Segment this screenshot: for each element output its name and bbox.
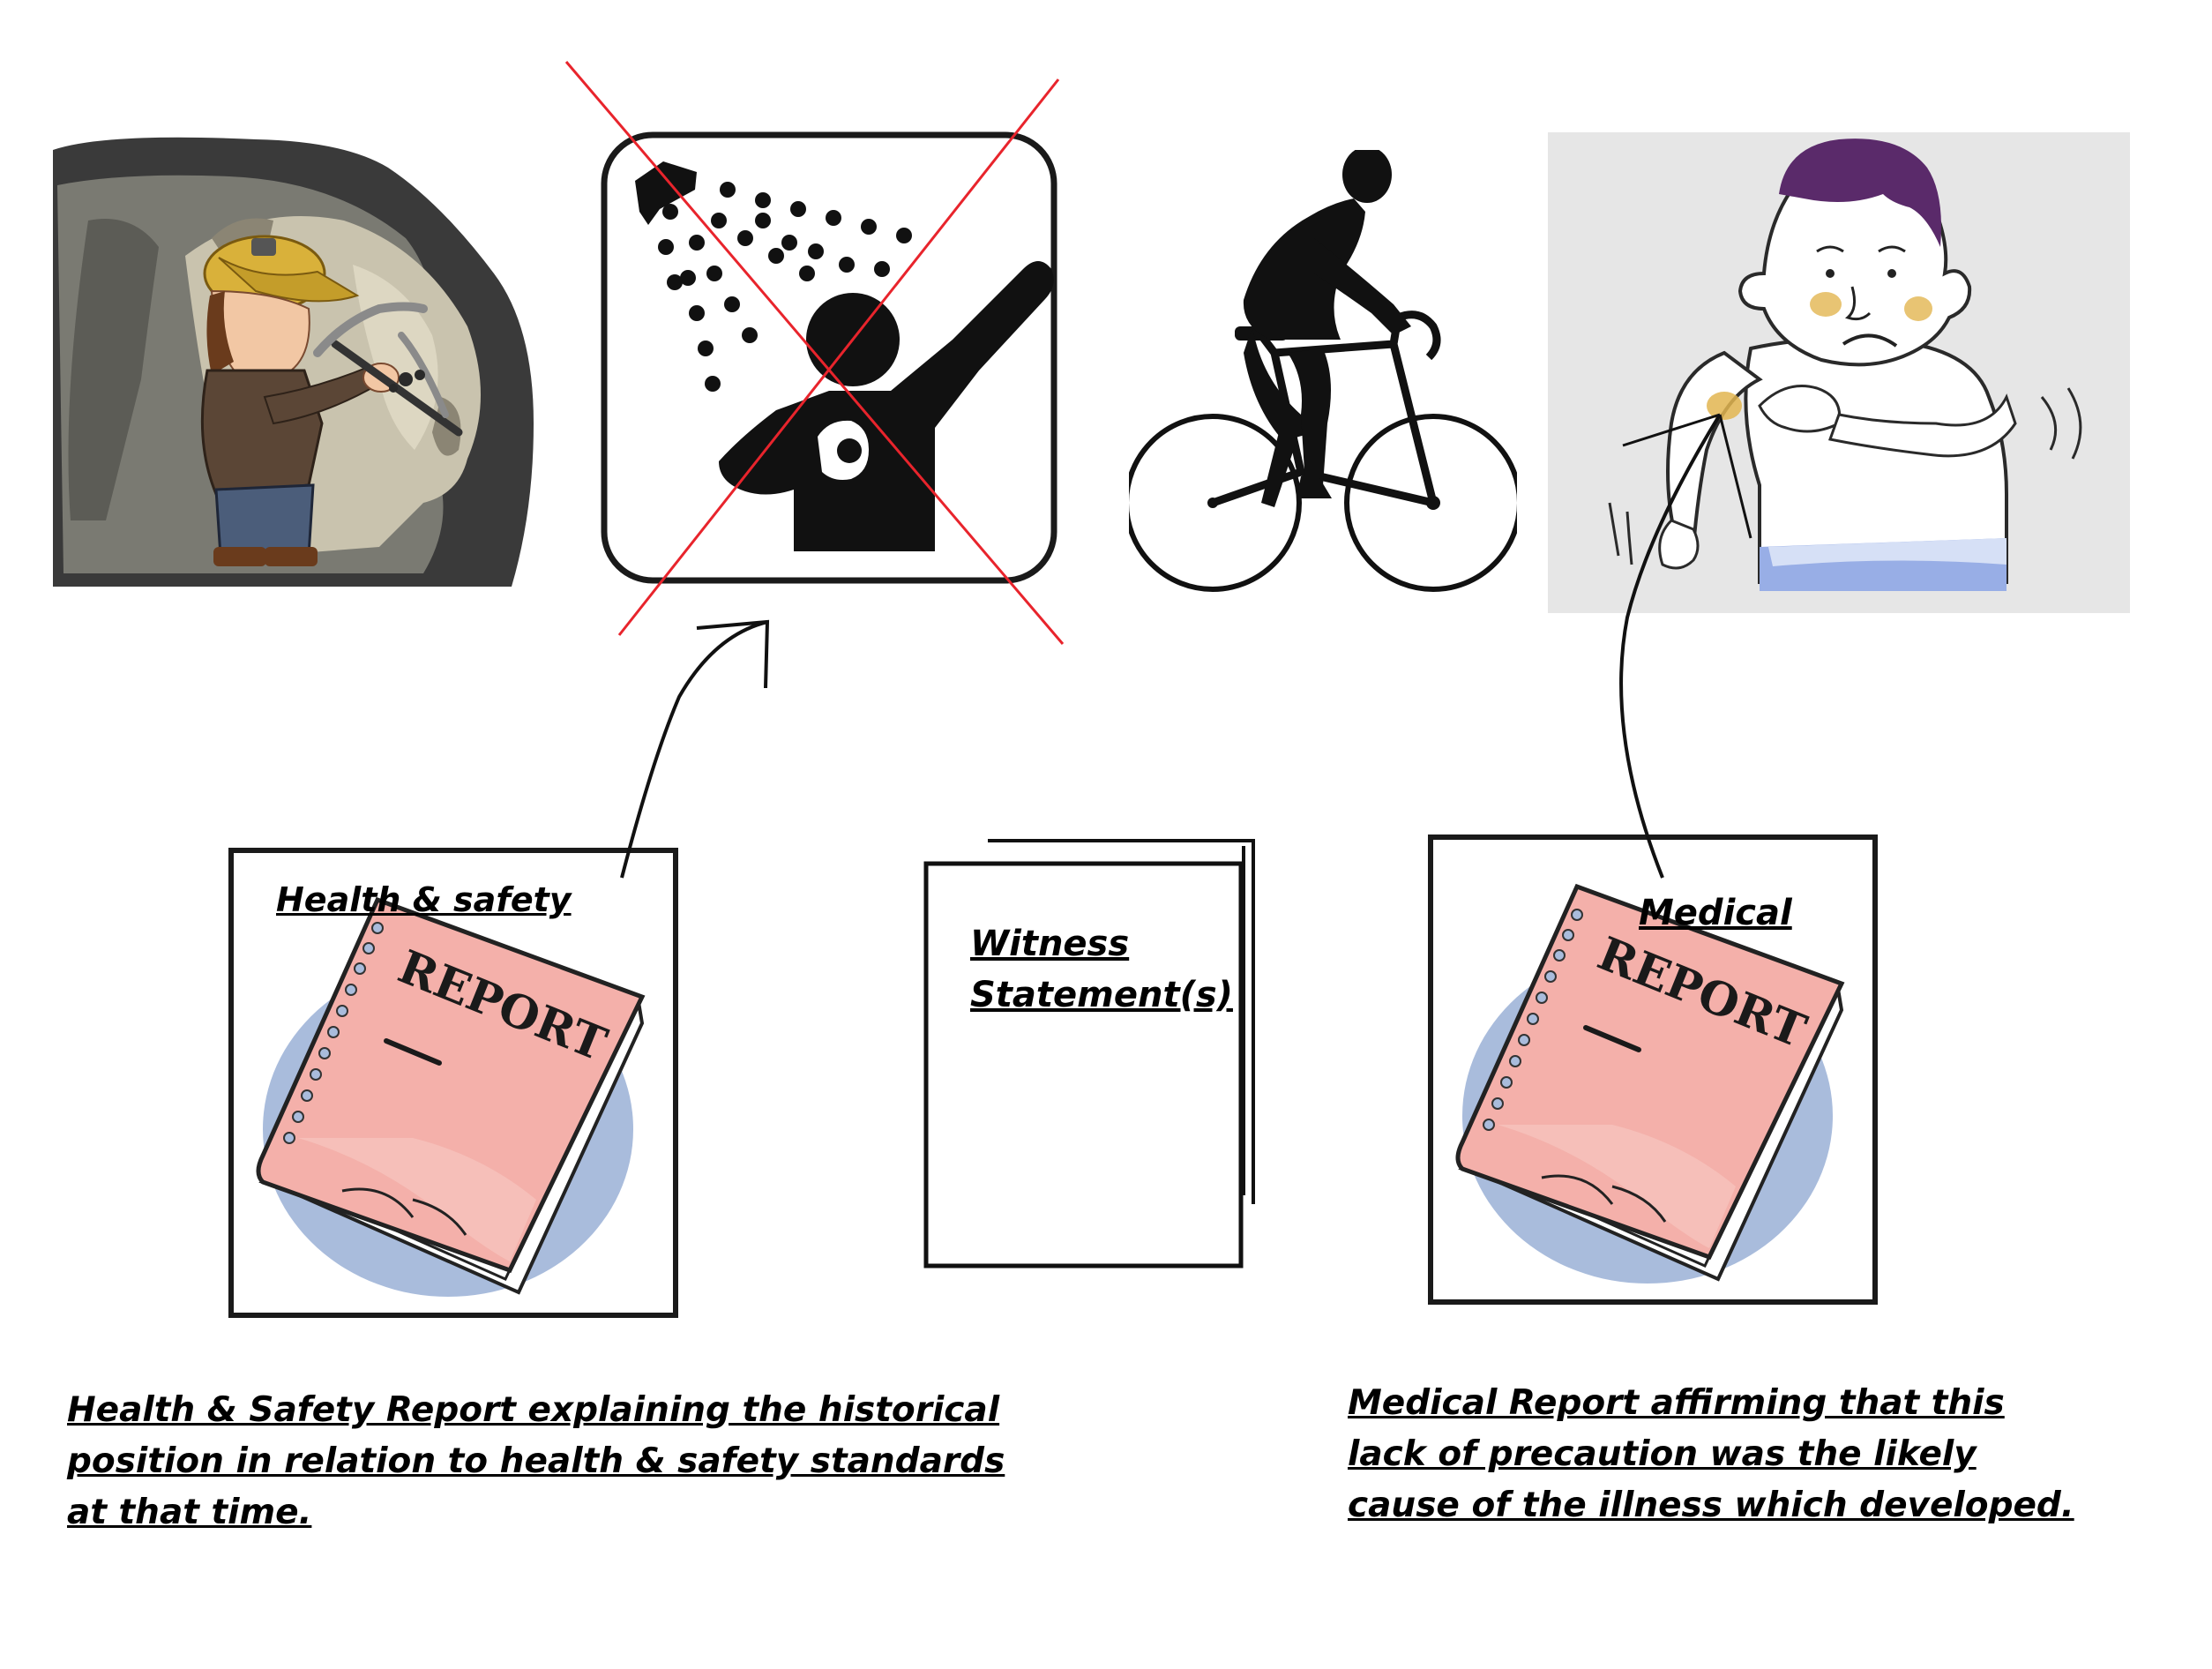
report-book-icon: REPORT <box>1428 834 1878 1305</box>
shower-icon <box>564 61 1065 645</box>
witness-label-line2: Statement(s) <box>970 975 1233 1015</box>
caption-left-line2: position in relation to health & safety … <box>67 1441 1005 1481</box>
report-book-icon: REPORT <box>228 848 678 1318</box>
arrow-pointer-arm <box>1622 413 1752 539</box>
miner-icon <box>53 137 534 587</box>
medical-label: Medical <box>1639 893 1792 933</box>
witness-label-line1: Witness <box>970 924 1130 964</box>
arrow-report-to-shower <box>620 620 768 879</box>
caption-right-line2: lack of precaution was the likely <box>1348 1434 1977 1474</box>
witness-document-icon <box>923 839 1255 1269</box>
caption-right-line1: Medical Report affirming that this <box>1348 1383 2005 1423</box>
cyclist-icon <box>1129 150 1517 592</box>
caption-right-line3: cause of the illness which developed. <box>1348 1486 2074 1525</box>
caption-right: Medical Report affirming that this lack … <box>1348 1378 2074 1531</box>
arrow-head-shower <box>696 619 770 689</box>
arrow-medical-to-arm <box>1619 413 1722 879</box>
caption-left: Health & Safety Report explaining the hi… <box>67 1385 1005 1538</box>
caption-left-line3: at that time. <box>67 1493 312 1532</box>
sick-person-icon <box>1548 132 2130 613</box>
health-safety-label: Health & safety <box>276 880 572 919</box>
caption-left-line1: Health & Safety Report explaining the hi… <box>67 1390 1000 1430</box>
